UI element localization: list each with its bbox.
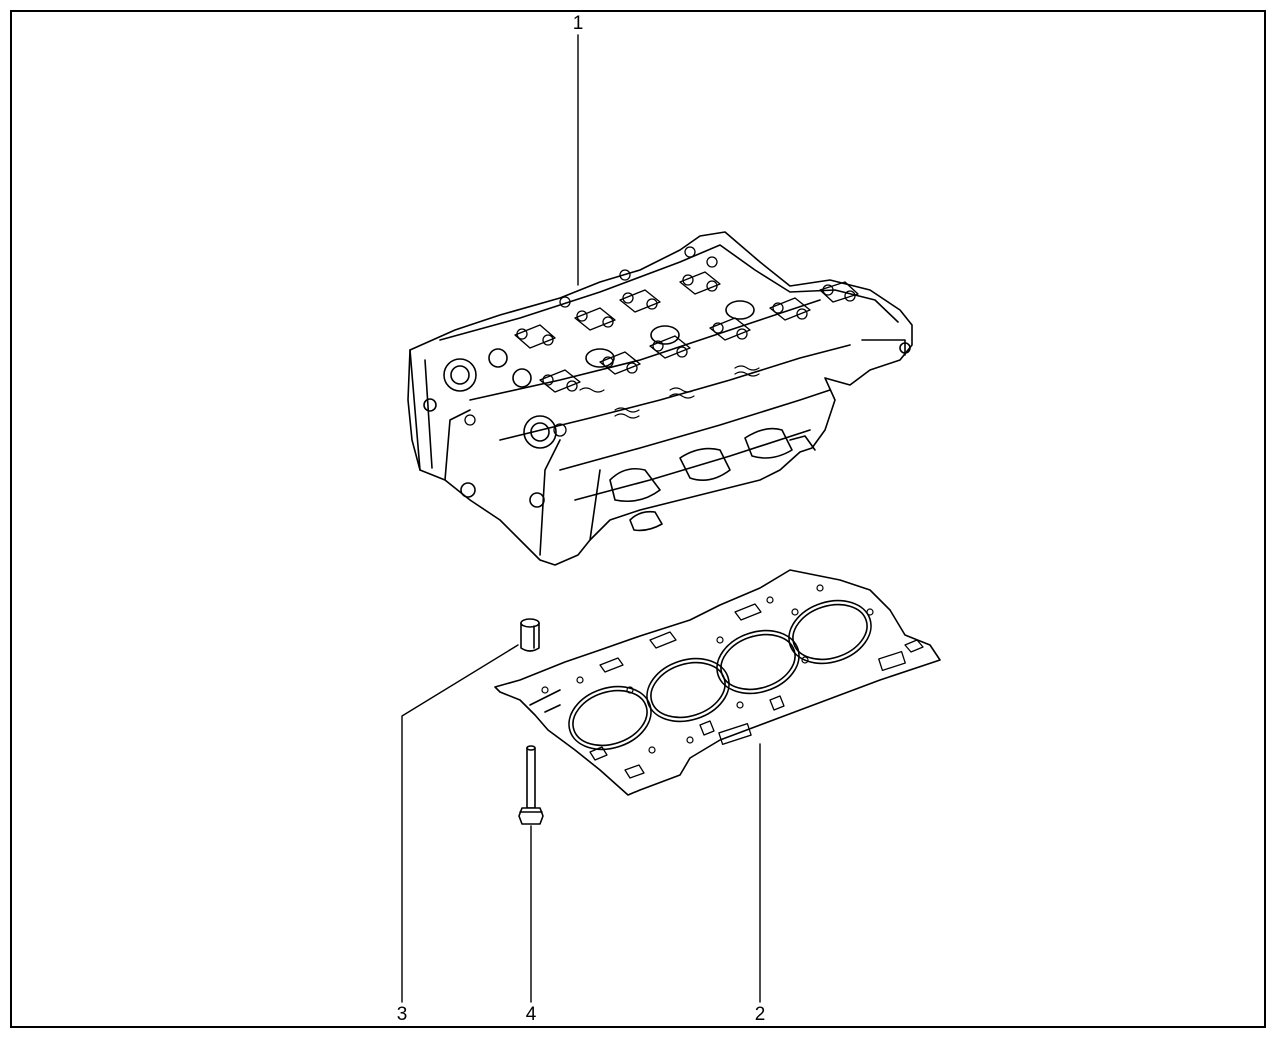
head-gasket (494, 569, 941, 796)
dowel-pin (520, 618, 540, 652)
callout-4: 4 (525, 1004, 537, 1025)
callout-2: 2 (754, 1004, 766, 1025)
diagram-frame (10, 10, 1266, 1028)
callout-1: 1 (572, 13, 584, 34)
leader-lines (401, 34, 761, 1003)
head-bolt (518, 745, 544, 825)
callout-3: 3 (396, 1004, 408, 1025)
cylinder-head (407, 231, 913, 566)
leader-line-3 (401, 644, 519, 1003)
